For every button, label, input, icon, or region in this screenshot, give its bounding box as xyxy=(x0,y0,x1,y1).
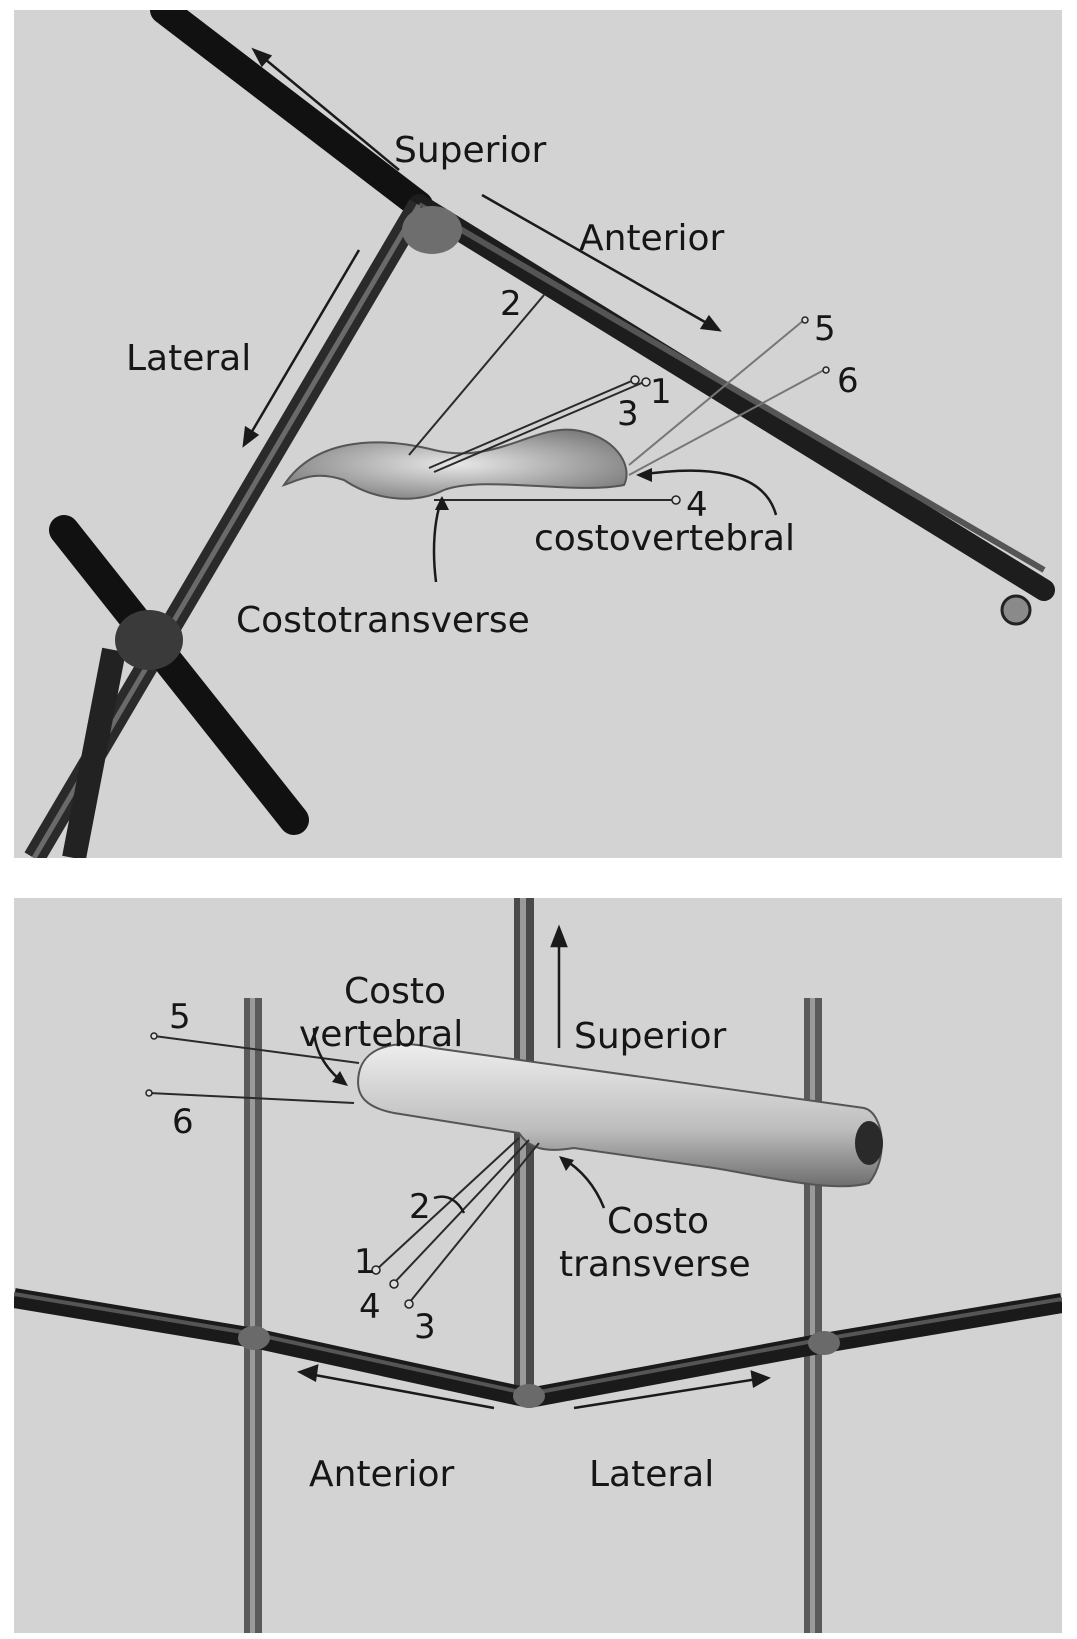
label-superior: Superior xyxy=(574,1016,726,1057)
direction-arrows xyxy=(242,47,722,448)
label-costovertebral-line1: Costo xyxy=(344,971,446,1012)
rib-bone xyxy=(281,428,628,500)
pin-label-3: 3 xyxy=(617,394,639,434)
pin-label-3: 3 xyxy=(414,1307,436,1347)
pin-label-5: 5 xyxy=(169,997,191,1037)
label-lateral: Lateral xyxy=(589,1454,714,1495)
label-superior: Superior xyxy=(394,130,546,171)
pin-label-6: 6 xyxy=(837,361,859,401)
pin-label-4: 4 xyxy=(359,1287,381,1327)
direction-arrows xyxy=(296,924,771,1410)
bottom-photo-panel: Costo vertebral Superior Costo transvers… xyxy=(14,898,1062,1633)
pin-label-1: 1 xyxy=(354,1242,376,1282)
rod-frame xyxy=(14,898,1062,1633)
pin-label-2: 2 xyxy=(409,1187,431,1227)
pin-label-6: 6 xyxy=(172,1102,194,1142)
pin-label-5: 5 xyxy=(814,309,836,349)
label-costotransverse: Costotransverse xyxy=(236,600,530,641)
marker-pins xyxy=(148,1035,540,1304)
pin-label-2: 2 xyxy=(500,284,522,324)
rod-frame xyxy=(24,10,1055,858)
pin-label-4: 4 xyxy=(686,485,708,525)
label-anterior: Anterior xyxy=(309,1454,455,1495)
label-costotransverse-line1: Costo xyxy=(607,1201,709,1242)
pin-heads xyxy=(630,316,830,505)
label-costovertebral: costovertebral xyxy=(534,518,795,559)
label-costovertebral-line2: vertebral xyxy=(299,1014,463,1055)
label-lateral: Lateral xyxy=(126,338,251,379)
label-costotransverse-line2: transverse xyxy=(559,1244,751,1285)
pin-heads xyxy=(145,1032,414,1309)
pointer-arrowheads xyxy=(435,468,652,510)
pin-label-1: 1 xyxy=(650,372,672,412)
rib-bone xyxy=(357,1043,883,1188)
pointer-arrowheads xyxy=(332,1071,574,1171)
top-photo-scene: Superior Anterior Lateral costovertebral… xyxy=(24,10,1055,858)
bottom-photo-scene: Costo vertebral Superior Costo transvers… xyxy=(14,898,1062,1633)
top-photo-panel: Superior Anterior Lateral costovertebral… xyxy=(14,10,1062,858)
marker-pins xyxy=(408,294,825,501)
label-anterior: Anterior xyxy=(579,218,725,259)
